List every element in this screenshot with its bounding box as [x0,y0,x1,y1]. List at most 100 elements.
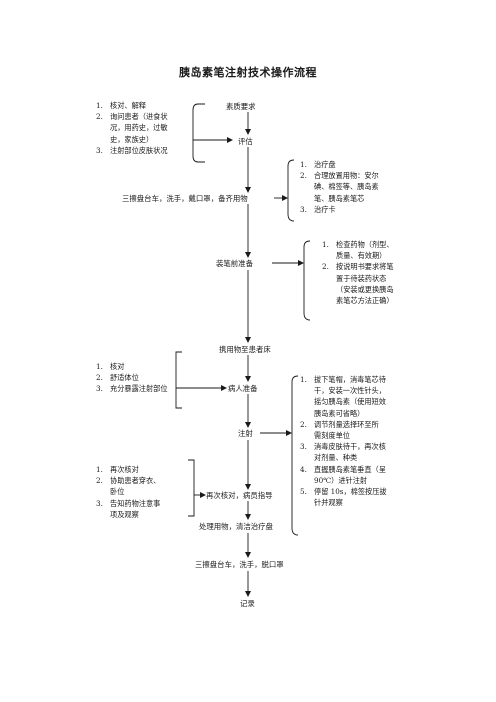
bracket-inject [291,375,299,536]
node-assess: 评估 [238,137,253,146]
note-item-number: 2. [322,262,329,272]
note-item-number [300,181,314,192]
note-item-text: （安装或更换胰岛 [336,284,394,294]
note-item-line: 摇匀胰岛素（使用短效 [300,396,410,407]
node-dispose: 处理用物，清洁治疗盘 [199,522,273,531]
note-item-number [300,475,314,486]
note-item-text: 胰岛素可省略） [314,408,365,418]
note-item-number [96,509,110,520]
note-item-line: 1. 检查药物（剂型、 [322,239,422,250]
flowchart-title: 胰岛素笔注射技术操作流程 [179,66,317,79]
note-item-line: 卧位 [96,486,192,497]
note-item-number [300,430,314,441]
note-item-number: 2. [300,419,307,429]
note-item-text: 史，家族史） [110,134,154,144]
note-item-line: 针并观察 [300,497,410,508]
note-item-number: 3. [96,145,103,155]
note-item-number: 3. [96,384,103,394]
node-quality: 素质要求 [226,102,256,111]
note-item-line: 5.停留 10s，棉签按压拔 [300,486,410,497]
note-item-line: 2.询问患者（进食状 [96,111,196,122]
note-item-line: 史，家族史） [96,134,196,145]
note-item-text: 核对 [110,362,125,371]
note-item-text: 摇匀胰岛素（使用短效 [314,397,386,407]
note-item-text: 治疗卡 [314,204,336,214]
note-item-text: 碘、棉签等、胰岛素 [314,182,379,192]
bracket-pen [303,240,311,321]
note-item-line: 置于待装药状态 [322,273,422,284]
note-item-text: 治疗盘 [314,160,336,169]
note-item-text: 按说明书要求将笔 [336,262,394,272]
note-item-line: 对剂量、种类 [300,452,410,463]
note-item-text: 核对、解释 [110,101,146,110]
node-recheck: 再次核对，病员指导 [206,491,273,500]
note-item-number [322,295,336,306]
node-record: 记录 [240,599,255,608]
note-item-number [96,134,110,145]
note-item-number [300,497,314,508]
node-prepare: 三擦盘台车，洗手，戴口罩，备齐用物 [122,194,248,203]
note-item-text: 拔下笔帽，消毒笔芯待 [314,375,386,384]
note-item-text: 消毒皮肤待干，再次核 [314,442,386,452]
note-item-text: 况，用药史，过敏 [110,123,168,133]
note-item-number: 1. [300,375,307,384]
note-inject-list: 1.拔下笔帽，消毒笔芯待干，安装一次性针头，摇匀胰岛素（使用短效胰岛素可省略）2… [300,374,410,508]
note-item-line: 笔、胰岛素笔芯 [300,193,400,204]
note-item-text: 干，安装一次性针头， [314,386,386,396]
note-item-line: 3.告知药物注意事 [96,498,192,509]
note-item-text: 质量、有效期） [336,251,387,261]
note-item-line: 3. 注射部位皮肤状况 [96,145,196,156]
note-item-text: 检查药物（剂型、 [336,240,394,249]
note-item-line: 干，安装一次性针头， [300,385,410,396]
note-item-line: 素笔芯方法正确） [322,295,422,306]
note-item-line: 1. 再次核对 [96,464,192,475]
note-item-line: 需刻度单位 [300,430,410,441]
note-item-text: 需刻度单位 [314,431,350,441]
note-item-text: 充分暴露注射部位 [110,384,168,394]
note-item-text: 询问患者（进食状 [110,112,168,122]
note-item-number [300,385,314,396]
note-item-number: 2. [96,373,103,383]
note-item-number: 4. [300,464,307,474]
note-item-line: 碘、棉签等、胰岛素 [300,181,400,192]
note-item-number [96,486,110,497]
note-item-text: 注射部位皮肤状况 [110,145,168,155]
note-item-text: 项及观察 [110,509,139,519]
note-item-number [300,396,314,407]
note-item-text: 停留 10s，棉签按压拔 [314,487,387,497]
note-item-number [322,284,336,295]
node-final-clean: 三擦盘台车，洗手，脱口罩 [195,560,284,569]
note-item-line: 3.消毒皮肤待干，再次核 [300,441,410,452]
note-item-number: 3. [300,204,307,214]
note-item-number [300,193,314,204]
note-item-number: 2. [300,171,307,181]
node-patient-prep: 病人准备 [228,384,258,393]
note-item-number: 1. [96,465,103,474]
note-item-text: 素笔芯方法正确） [336,296,394,306]
note-item-line: 1. 拔下笔帽，消毒笔芯待 [300,374,410,385]
note-item-text: 再次核对 [110,465,139,474]
note-item-number [322,273,336,284]
note-item-text: 合理放置用物：安尔 [314,171,379,181]
note-item-line: 2.调节剂量选择环至所 [300,419,410,430]
note-item-text: 直握胰岛素笔垂直（呈 [314,464,386,474]
note-item-number: 2. [96,476,103,486]
note-item-number: 1. [322,240,329,249]
note-item-line: 胰岛素可省略） [300,408,410,419]
note-item-number: 1. [300,160,307,169]
note-item-line: 2.协助患者穿衣、 [96,475,192,486]
note-item-line: 况，用药史，过敏 [96,122,196,133]
note-pen-list: 1. 检查药物（剂型、质量、有效期） 2. 按说明书要求将笔置于待装药状态（安装或更换… [322,239,422,306]
note-item-line: 3. 充分暴露注射部位 [96,383,196,394]
note-item-line: 项及观察 [96,509,192,520]
bracket-patient [175,351,182,409]
node-pen-prep: 装笔前准备 [216,259,253,268]
note-item-line: 1.核对 [96,361,196,372]
note-item-line: 2. 合理放置用物：安尔 [300,170,400,181]
